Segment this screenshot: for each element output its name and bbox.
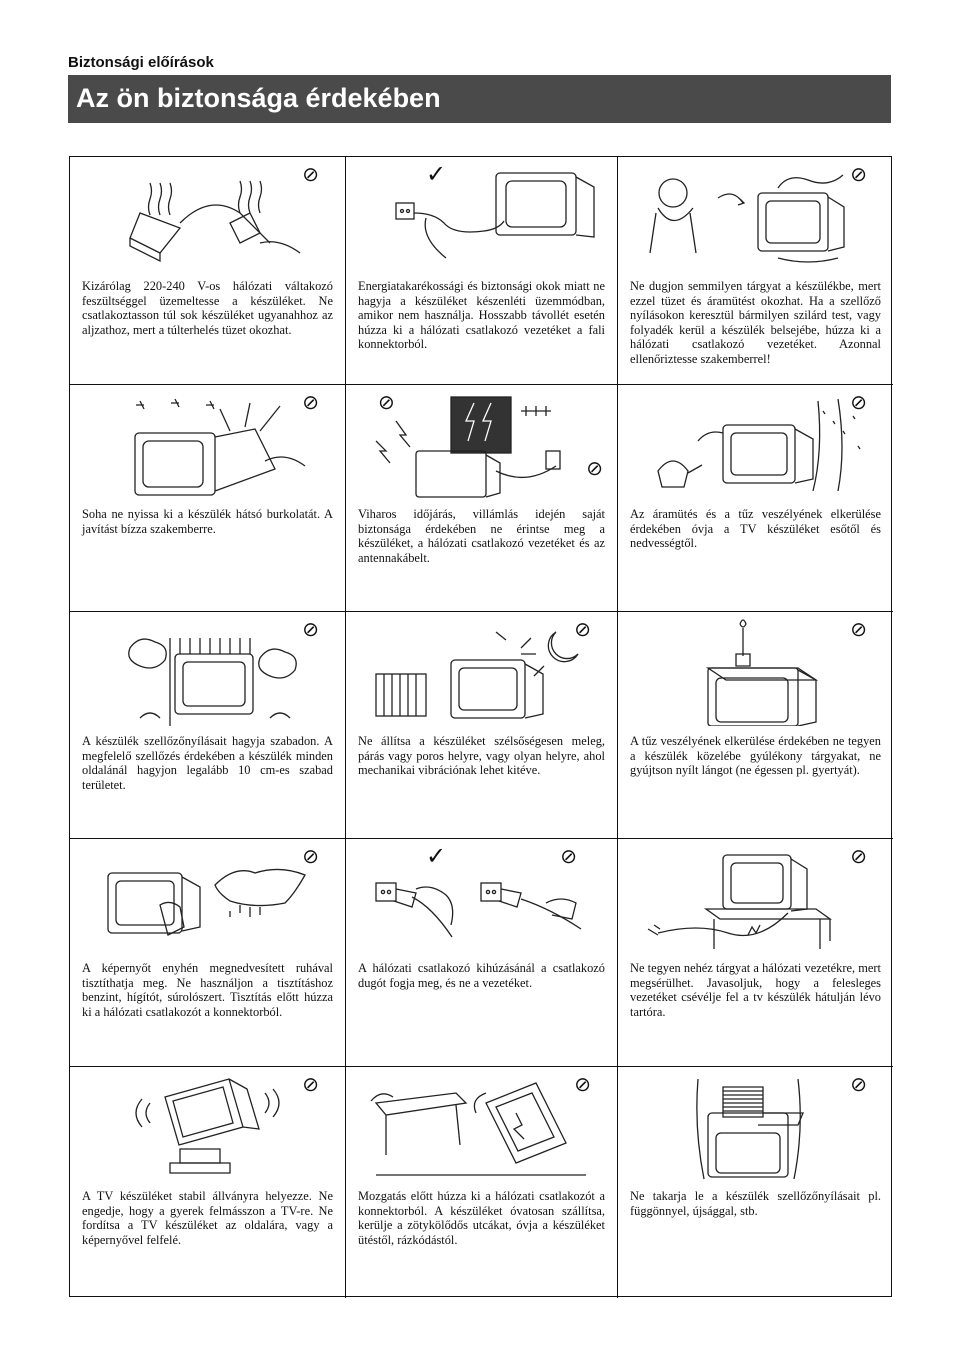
safety-cell-moisture: ⊘ Az áramütés és a tűz veszélyének elker… <box>618 385 893 612</box>
safety-text: Ne állítsa a készüléket szélsőségesen me… <box>358 734 605 778</box>
safety-text: Ne dugjon semmilyen tárgyat a készülékbe… <box>630 279 881 366</box>
safety-text: A tűz veszélyének elkerülése érdekében n… <box>630 734 881 778</box>
ventilation-space-illustration <box>80 618 335 726</box>
safety-cell-cable: ⊘ Ne tegyen nehéz tárgyat a hálózati vez… <box>618 839 893 1067</box>
safety-text: Ne tegyen nehéz tárgyat a hálózati vezet… <box>630 961 881 1019</box>
safety-cell-stability: ⊘ A TV készüléket stabil állványra helye… <box>70 1067 346 1298</box>
safety-cell-ventilation: ⊘ A készülék szellőzőnyílásait hagyja sz… <box>70 612 346 839</box>
prohibited-icon: ⊘ <box>302 1074 319 1096</box>
safety-cell-power-outlet: ⊘ Kizárólag 220-240 V-os hálózati váltak… <box>70 157 346 385</box>
safety-grid: ⊘ Kizárólag 220-240 V-os hálózati váltak… <box>69 156 893 1298</box>
safety-cell-cover-vents: ⊘ Ne takarja le a készülék szellőzőnyílá… <box>618 1067 893 1298</box>
prohibited-icon: ⊘ <box>850 1074 867 1096</box>
safety-text: A hálózati csatlakozó kihúzásánál a csat… <box>358 961 605 990</box>
objects-into-tv-illustration <box>628 163 883 271</box>
prohibited-icon: ⊘ <box>574 619 591 641</box>
safety-text: A képernyőt enyhén megnedvesített ruháva… <box>82 961 333 1019</box>
safety-text: Mozgatás előtt húzza ki a hálózati csatl… <box>358 1189 605 1247</box>
unplug-tv-illustration <box>356 163 611 271</box>
prohibited-icon: ⊘ <box>302 846 319 868</box>
rain-and-kettle-illustration <box>628 391 883 499</box>
safety-text: Kizárólag 220-240 V-os hálózati váltakoz… <box>82 279 333 337</box>
safety-cell-cleaning: ⊘ A képernyőt enyhén megnedvesített ruhá… <box>70 839 346 1067</box>
safety-text: A készülék szellőzőnyílásait hagyja szab… <box>82 734 333 792</box>
safety-text: Viharos időjárás, villámlás idején saját… <box>358 507 605 565</box>
prohibited-icon: ⊘ <box>850 164 867 186</box>
pull-plug-illustration <box>356 845 611 953</box>
prohibited-icon: ⊘ <box>850 619 867 641</box>
safety-cell-standby: ✓ Energiatakarékossági és biztonsági oko… <box>346 157 618 385</box>
prohibited-icon: ⊘ <box>574 1074 591 1096</box>
cleaning-screen-illustration <box>80 845 335 953</box>
prohibited-icon: ⊘ <box>850 392 867 414</box>
safety-cell-objects: ⊘ Ne dugjon semmilyen tárgyat a készülék… <box>618 157 893 385</box>
cable-under-stand-illustration <box>628 845 883 953</box>
page-title: Az ön biztonsága érdekében <box>76 83 441 113</box>
lightning-storm-illustration <box>356 391 611 499</box>
open-back-cover-illustration <box>80 391 335 499</box>
section-label: Biztonsági előírások <box>68 54 214 71</box>
prohibited-icon: ⊘ <box>850 846 867 868</box>
safety-cell-back-cover: ⊘ Soha ne nyissa ki a készülék hátsó bur… <box>70 385 346 612</box>
prohibited-icon: ⊘ <box>586 458 603 480</box>
safety-text: Soha ne nyissa ki a készülék hátsó burko… <box>82 507 333 536</box>
candle-on-tv-illustration <box>628 618 883 726</box>
prohibited-icon: ⊘ <box>378 392 395 414</box>
prohibited-icon: ⊘ <box>302 392 319 414</box>
overloaded-outlet-illustration <box>80 163 335 271</box>
unstable-tv-illustration <box>80 1073 335 1181</box>
prohibited-icon: ⊘ <box>302 164 319 186</box>
allowed-icon: ✓ <box>426 844 447 870</box>
heat-and-sun-illustration <box>356 618 611 726</box>
safety-cell-lightning: ⊘ ⊘ Viharos időjárás, villámlás idején s… <box>346 385 618 612</box>
safety-cell-heat: ⊘ Ne állítsa a készüléket szélsőségesen … <box>346 612 618 839</box>
dropped-tv-illustration <box>356 1073 611 1181</box>
safety-text: Ne takarja le a készülék szellőzőnyílása… <box>630 1189 881 1218</box>
prohibited-icon: ⊘ <box>302 619 319 641</box>
safety-text: Az áramütés és a tűz veszélyének elkerül… <box>630 507 881 551</box>
safety-text: Energiatakarékossági és biztonsági okok … <box>358 279 605 352</box>
safety-cell-transport: ⊘ Mozgatás előtt húzza ki a hálózati csa… <box>346 1067 618 1298</box>
allowed-icon: ✓ <box>426 162 447 188</box>
safety-cell-fire: ⊘ A tűz veszélyének elkerülése érdekében… <box>618 612 893 839</box>
safety-cell-plug: ✓ ⊘ A hálózati csatlakozó kihúzásánál a … <box>346 839 618 1067</box>
safety-text: A TV készüléket stabil állványra helyezz… <box>82 1189 333 1247</box>
title-bar: Az ön biztonsága érdekében <box>68 75 891 123</box>
covered-vents-illustration <box>628 1073 883 1181</box>
prohibited-icon: ⊘ <box>560 846 577 868</box>
